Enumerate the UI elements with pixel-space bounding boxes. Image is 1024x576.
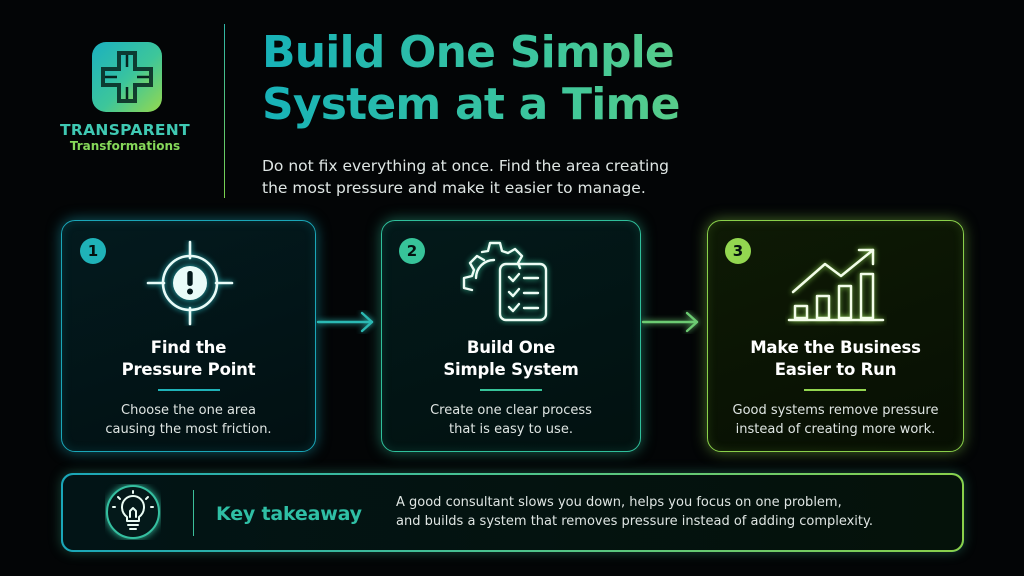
brand-name: TRANSPARENT bbox=[60, 121, 190, 139]
step-card-3 bbox=[707, 220, 964, 452]
header-divider bbox=[224, 24, 225, 198]
step-description-2-line1: Create one clear process bbox=[430, 403, 592, 418]
step-title-3-line2: Easier to Run bbox=[774, 360, 897, 379]
step-title-1: Find the Pressure Point bbox=[61, 337, 316, 381]
takeaway-text: A good consultant slows you down, helps … bbox=[396, 493, 956, 531]
plus-puzzle-icon bbox=[92, 42, 162, 112]
growth-chart-icon bbox=[787, 248, 885, 322]
step-title-3-line1: Make the Business bbox=[750, 338, 921, 357]
takeaway-divider bbox=[193, 490, 194, 536]
target-alert-icon bbox=[146, 240, 234, 326]
page-title: Build One Simple System at a Time bbox=[262, 27, 1002, 131]
page-title-line2: System at a Time bbox=[262, 79, 680, 130]
step-description-3-line1: Good systems remove pressure bbox=[732, 403, 939, 418]
lightbulb-icon bbox=[106, 485, 160, 539]
step-description-2-line2: that is easy to use. bbox=[449, 422, 573, 437]
brand-tagline: Transformations bbox=[69, 139, 181, 153]
takeaway-text-line2: and builds a system that removes pressur… bbox=[396, 514, 873, 529]
step-number-badge-3: 3 bbox=[725, 238, 751, 264]
step-description-3-line2: instead of creating more work. bbox=[735, 422, 936, 437]
takeaway-label: Key takeaway bbox=[216, 503, 362, 525]
step-number-badge-2: 2 bbox=[399, 238, 425, 264]
gear-checklist-icon bbox=[462, 241, 548, 322]
step-card-2 bbox=[381, 220, 641, 452]
step-underline-1 bbox=[158, 389, 220, 391]
step-number-badge-1: 1 bbox=[80, 238, 106, 264]
arrow-right-icon bbox=[316, 311, 374, 333]
step-title-2: Build One Simple System bbox=[381, 337, 641, 381]
step-title-2-line1: Build One bbox=[466, 338, 556, 357]
page-subtitle-line2: the most pressure and make it easier to … bbox=[262, 179, 646, 197]
step-title-2-line2: Simple System bbox=[443, 360, 579, 379]
arrow-right-icon bbox=[641, 311, 699, 333]
step-description-1-line1: Choose the one area bbox=[121, 403, 256, 418]
step-title-1-line1: Find the bbox=[150, 338, 227, 357]
takeaway-text-line1: A good consultant slows you down, helps … bbox=[396, 495, 842, 510]
step-underline-2 bbox=[480, 389, 542, 391]
page-title-line1: Build One Simple bbox=[262, 27, 674, 78]
page-subtitle: Do not fix everything at once. Find the … bbox=[262, 155, 722, 199]
step-description-3: Good systems remove pressure instead of … bbox=[707, 401, 964, 439]
step-description-1: Choose the one area causing the most fri… bbox=[61, 401, 316, 439]
key-takeaway-border bbox=[61, 473, 964, 552]
step-description-1-line2: causing the most friction. bbox=[105, 422, 272, 437]
step-title-1-line2: Pressure Point bbox=[121, 360, 256, 379]
step-underline-3 bbox=[804, 389, 866, 391]
page-subtitle-line1: Do not fix everything at once. Find the … bbox=[262, 157, 670, 175]
step-title-3: Make the Business Easier to Run bbox=[707, 337, 964, 381]
step-description-2: Create one clear process that is easy to… bbox=[381, 401, 641, 439]
